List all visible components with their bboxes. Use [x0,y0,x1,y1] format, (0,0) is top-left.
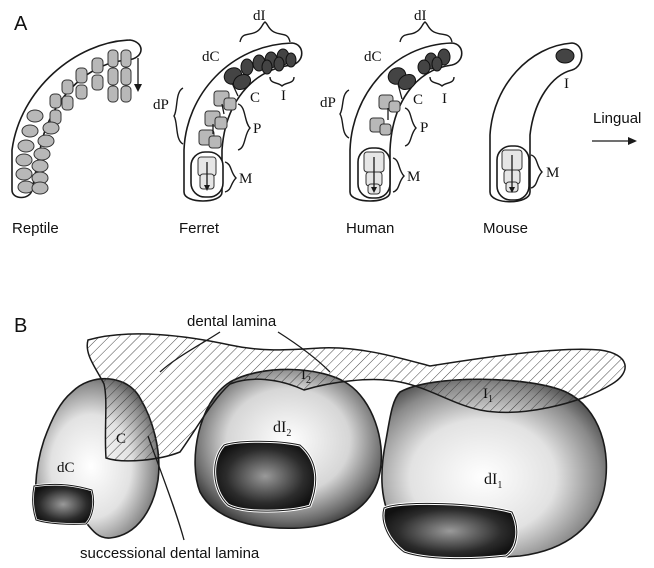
human-dc-label: dC [364,49,382,65]
species-label-mouse: Mouse [483,220,528,237]
ferret-p-bracket [238,104,250,150]
species-label-ferret: Ferret [179,220,220,237]
human-jaw-diagram [350,43,462,201]
human-c-label: C [413,92,423,108]
mouse-i-label: I [564,76,569,92]
mouse-jaw-diagram [490,43,582,202]
dc-tooth-label: dC [57,460,75,476]
c-label: C [116,431,126,447]
lingual-label: Lingual [593,110,641,127]
ferret-m-bracket [225,162,236,192]
ferret-p-label: P [253,121,261,137]
human-dp-bracket [340,90,349,138]
human-di-label: dI [414,8,427,24]
human-i-label: I [442,91,447,107]
lingual-arrow-head [628,137,637,145]
panel-a-label: A [14,13,28,35]
mouse-m-label: M [546,165,559,181]
ferret-i-label: I [281,88,286,104]
ferret-di-label: dI [253,8,266,24]
species-label-human: Human [346,220,394,237]
species-label-reptile: Reptile [12,220,59,237]
human-m-bracket [393,158,404,192]
tooth-di2 [195,369,381,528]
human-p-label: P [420,120,428,136]
reptile-arrow-head [134,84,142,92]
human-m-label: M [407,169,420,185]
mouse-m-bracket [531,155,542,188]
ferret-c-label: C [250,90,260,106]
human-di-bracket [400,22,452,42]
dental-lamina-label: dental lamina [187,313,277,330]
human-i-bracket [430,77,454,86]
human-dp-label: dP [320,95,336,111]
human-p-bracket [405,108,416,146]
ferret-dp-bracket [174,88,183,144]
reptile-jaw-diagram [12,40,142,198]
ferret-m-label: M [239,171,252,187]
ferret-dp-label: dP [153,97,169,113]
successional-lamina-label: successional dental lamina [80,545,260,562]
panel-b-label: B [14,315,27,337]
ferret-i-bracket [270,77,294,86]
ferret-di-bracket [240,22,290,42]
ferret-dc-label: dC [202,49,220,65]
